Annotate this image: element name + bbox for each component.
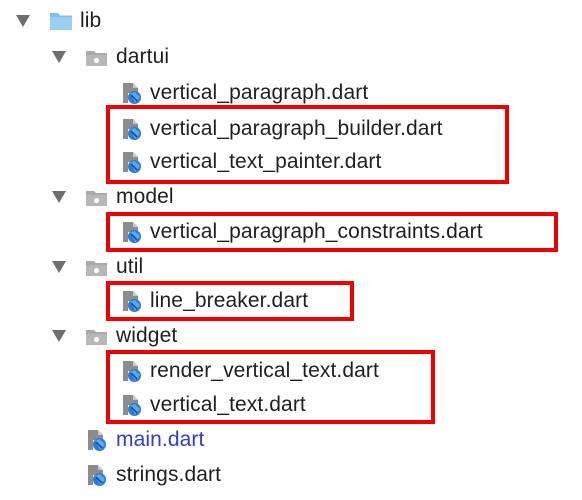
file-label: vertical_text.dart [150,393,306,416]
dart-file-icon [84,463,110,487]
tree-file-line-breaker[interactable]: line_breaker.dart [0,284,360,318]
tree-node-label: dartui [116,45,170,68]
tree-node-widget[interactable]: widget [0,319,240,353]
dart-file-icon [119,289,145,313]
dart-file-icon [119,393,145,417]
tree-node-label: model [116,185,174,208]
file-label: strings.dart [116,463,222,486]
chevron-down-icon[interactable] [52,330,66,342]
chevron-down-icon[interactable] [52,51,66,63]
dart-file-icon [119,220,145,244]
dart-file-icon [119,117,145,141]
chevron-down-icon[interactable] [52,261,66,273]
tree-file-vertical-paragraph-builder[interactable]: vertical_paragraph_builder.dart [0,112,510,146]
file-label: render_vertical_text.dart [150,359,379,382]
tree-file-main[interactable]: main.dart [0,423,300,457]
tree-node-label: widget [116,324,178,347]
package-folder-icon [84,45,110,69]
tree-file-vertical-text[interactable]: vertical_text.dart [0,388,440,422]
tree-file-render-vertical-text[interactable]: render_vertical_text.dart [0,354,440,388]
dart-file-icon [119,81,145,105]
tree-node-label: util [116,255,144,278]
file-label: vertical_paragraph_constraints.dart [150,220,483,243]
tree-node-label: lib [80,9,102,32]
file-label: line_breaker.dart [150,289,309,312]
file-label: vertical_text_painter.dart [150,150,382,173]
folder-icon [48,9,74,33]
dart-file-icon [119,359,145,383]
file-label: vertical_paragraph_builder.dart [150,117,443,140]
file-label: main.dart [116,428,205,451]
tree-file-vertical-paragraph-constraints[interactable]: vertical_paragraph_constraints.dart [0,215,560,249]
tree-file-vertical-paragraph[interactable]: vertical_paragraph.dart [0,76,500,110]
tree-node-dartui[interactable]: dartui [0,40,240,74]
package-folder-icon [84,255,110,279]
tree-node-lib[interactable]: lib [0,4,200,38]
tree-file-strings[interactable]: strings.dart [0,458,300,492]
package-folder-icon [84,324,110,348]
file-label: vertical_paragraph.dart [150,81,369,104]
package-folder-icon [84,185,110,209]
chevron-down-icon[interactable] [52,191,66,203]
dart-file-icon [84,428,110,452]
tree-file-vertical-text-painter[interactable]: vertical_text_painter.dart [0,145,510,179]
tree-node-model[interactable]: model [0,180,240,214]
dart-file-icon [119,150,145,174]
chevron-down-icon[interactable] [16,15,30,27]
tree-node-util[interactable]: util [0,250,240,284]
